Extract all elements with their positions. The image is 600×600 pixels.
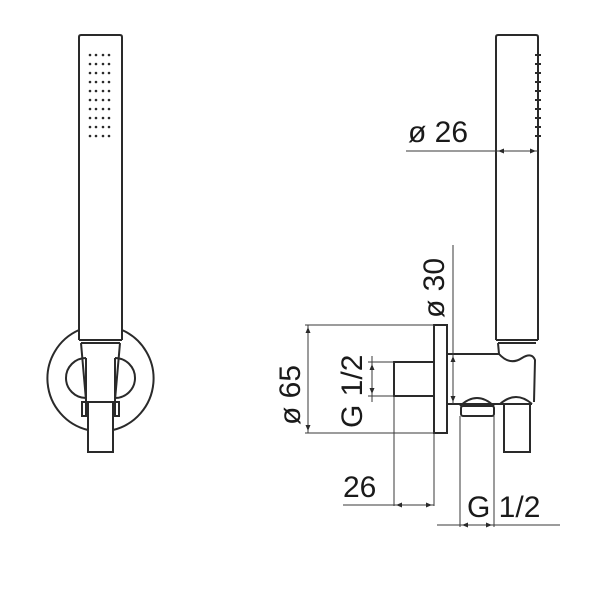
label-holder-diameter: ø 30: [418, 258, 451, 318]
holder-collar: [65, 357, 87, 399]
outlet-nut: [460, 405, 495, 417]
handset-body: [78, 34, 123, 340]
hose-connector-side: [503, 403, 531, 453]
wall-flange: [46, 329, 89, 431]
label-outlet-thread: G 1/2: [467, 491, 540, 524]
label-handset-diameter: ø 26: [408, 116, 468, 149]
spray-nozzles-icon: [88, 53, 111, 138]
label-projection: 26: [343, 471, 376, 504]
label-flange-diameter: ø 65: [274, 365, 307, 425]
wall-flange-side: [433, 324, 448, 434]
inlet-stub: [393, 361, 434, 397]
holder-body-side: [497, 342, 537, 403]
handset-side: [495, 34, 539, 340]
front-view: [46, 34, 155, 453]
side-view: [305, 34, 560, 528]
spray-nozzle-ticks-icon: [535, 54, 541, 137]
hose-connector: [87, 401, 114, 453]
label-inlet-thread: G 1/2: [336, 355, 369, 428]
